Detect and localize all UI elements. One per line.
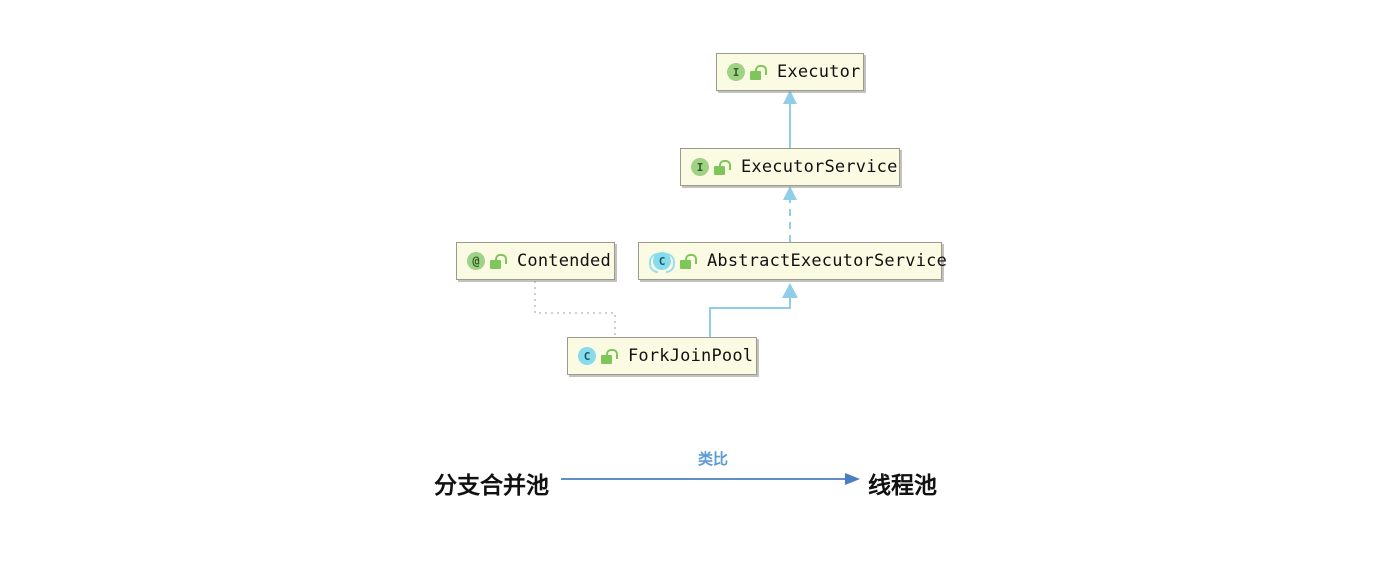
analogy-relation-label: 类比 bbox=[698, 450, 729, 468]
node-executor[interactable]: I Executor bbox=[716, 53, 864, 91]
abstract-class-icon: C bbox=[649, 252, 675, 273]
node-fork-join-pool-glyphs: C bbox=[578, 347, 618, 365]
edge-abstract-to-executorservice bbox=[783, 186, 797, 242]
edge-contended-to-forkjoinpool bbox=[534, 281, 616, 337]
unlock-icon bbox=[680, 253, 697, 269]
node-contended-label: Contended bbox=[517, 250, 611, 271]
unlock-icon bbox=[490, 253, 507, 269]
node-executor-service-label: ExecutorService bbox=[741, 156, 898, 177]
node-abstract-executor-service-glyphs: C bbox=[649, 252, 697, 273]
unlock-icon bbox=[714, 159, 731, 175]
node-abstract-executor-service[interactable]: C AbstractExecutorService bbox=[638, 242, 947, 280]
analogy-arrow bbox=[561, 473, 860, 485]
node-fork-join-pool[interactable]: C ForkJoinPool bbox=[567, 337, 757, 375]
node-abstract-executor-service-label: AbstractExecutorService bbox=[707, 250, 948, 271]
node-contended[interactable]: @ Contended bbox=[456, 242, 615, 280]
edge-forkjoinpool-to-abstract bbox=[709, 283, 798, 337]
class-icon: C bbox=[578, 347, 596, 365]
node-executor-label: Executor bbox=[777, 61, 861, 82]
node-executor-service-glyphs: I bbox=[691, 158, 731, 176]
interface-icon: I bbox=[691, 158, 709, 176]
unlock-icon bbox=[750, 64, 767, 80]
node-executor-service[interactable]: I ExecutorService bbox=[680, 148, 900, 186]
edge-executorservice-to-executor bbox=[783, 90, 797, 148]
annotation-icon: @ bbox=[467, 252, 485, 270]
node-fork-join-pool-label: ForkJoinPool bbox=[628, 345, 754, 366]
node-contended-glyphs: @ bbox=[467, 252, 507, 270]
interface-icon: I bbox=[727, 63, 745, 81]
analogy-target-label: 线程池 bbox=[868, 473, 937, 499]
node-executor-glyphs: I bbox=[727, 63, 767, 81]
unlock-icon bbox=[601, 348, 618, 364]
analogy-source-label: 分支合并池 bbox=[434, 473, 549, 499]
